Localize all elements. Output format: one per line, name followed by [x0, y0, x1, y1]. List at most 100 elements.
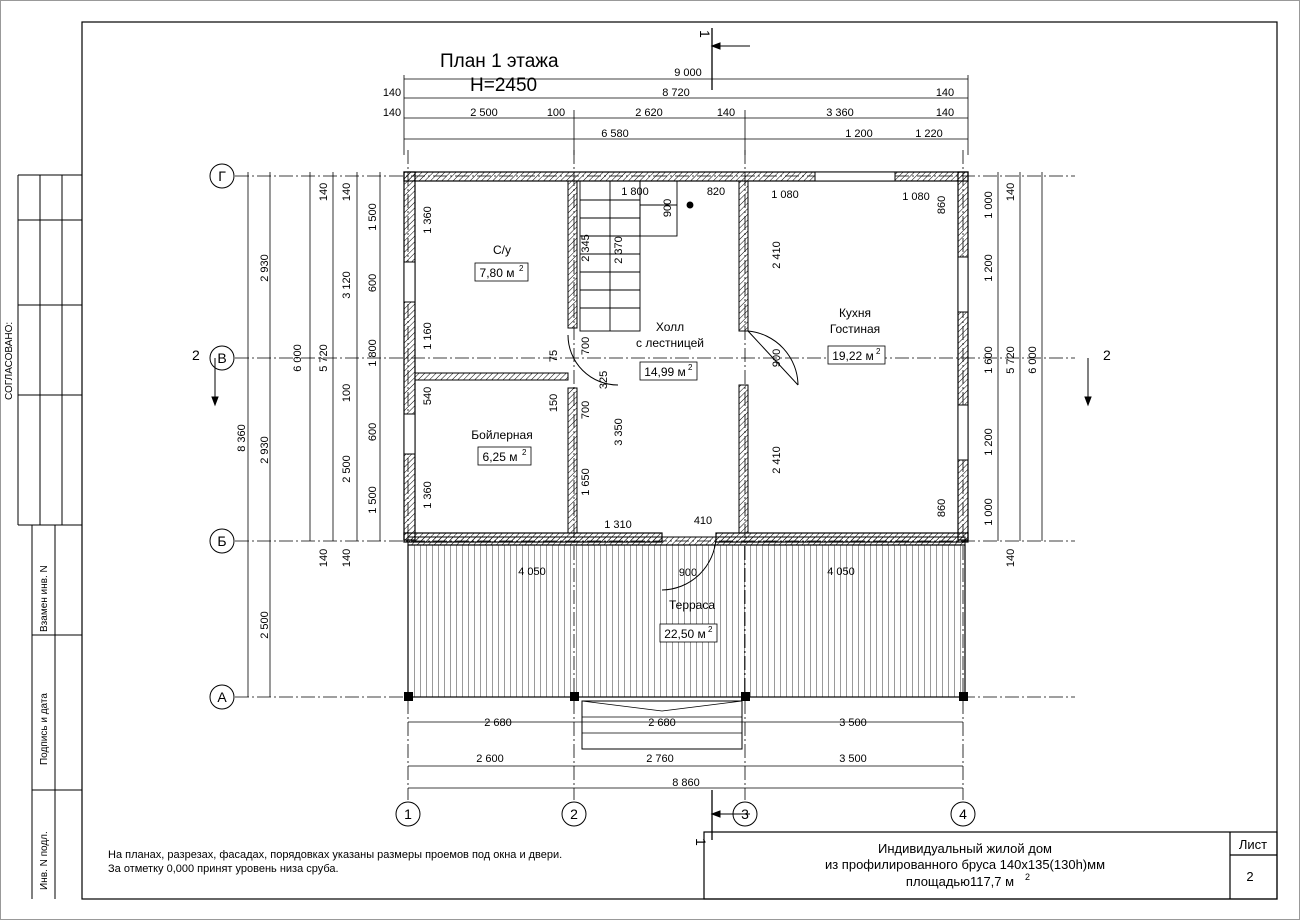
dim-label: 1 200: [845, 128, 873, 140]
dim-label: 8 860: [672, 777, 700, 789]
dim-label: 100: [341, 384, 353, 402]
room-area-sup: 2: [688, 363, 693, 372]
sign-date-label: Подпись и дата: [39, 693, 50, 765]
dim-label: 8 720: [662, 87, 690, 99]
dim-label: 1 310: [604, 519, 632, 531]
room-area: 19,22 м: [832, 349, 874, 363]
room-area-box: [659, 623, 718, 643]
dim-label: 140: [1005, 183, 1017, 201]
dim-label: 1 160: [422, 322, 434, 350]
interior-walls: [414, 180, 749, 534]
dim-label: 1 800: [367, 339, 379, 367]
dim-label: 140: [341, 549, 353, 567]
room-area-box: [639, 361, 698, 381]
room-area: 14,99 м: [644, 365, 686, 379]
dim-label: 4 050: [827, 566, 855, 578]
room-area-sup: 2: [708, 625, 713, 634]
dimension-labels-bottom: 2 680 2 680 3 500 2 600 2 760 3 500 8 86…: [476, 717, 867, 789]
replace-inv-label: Взамен инв. N: [39, 565, 50, 632]
dim-label: 75: [548, 350, 560, 362]
note-line-1: На планах, разрезах, фасадах, порядовках…: [108, 849, 562, 861]
room-area-sup: 2: [876, 347, 881, 356]
dim-label: 2 370: [613, 236, 625, 264]
plan-title: План 1 этажа: [440, 51, 559, 72]
axis-label-2: 2: [570, 806, 578, 822]
dim-label: 2 410: [771, 446, 783, 474]
dim-label: 1 000: [983, 191, 995, 219]
note-line-2: За отметку 0,000 принят уровень низа сру…: [108, 863, 339, 875]
dim-label: 900: [771, 349, 783, 367]
room-area-box: [474, 262, 529, 282]
room-area-sup: 2: [519, 264, 524, 273]
room-area-box: [477, 446, 532, 466]
dim-label: 1 360: [422, 206, 434, 234]
dim-label: 3 500: [839, 753, 867, 765]
dim-label: 1 000: [983, 498, 995, 526]
dimension-labels-inner: 1 360 1 160 540 1 360 75 700 325 150 700…: [422, 186, 948, 579]
sheet-label: Лист: [1239, 837, 1267, 852]
dim-label: 9 000: [674, 67, 702, 79]
staircase: [579, 180, 694, 332]
section-1-bottom: 1: [693, 838, 709, 846]
dim-label: 1 080: [902, 191, 930, 203]
terrace-steps-lines: [581, 700, 743, 734]
room-area-box: [827, 345, 886, 365]
stamp-line-1: Индивидуальный жилой дом: [878, 841, 1052, 856]
dim-label: 1 650: [580, 468, 592, 496]
room-name: Терраса: [669, 598, 715, 612]
stamp-line-3: площадью117,7 м: [906, 874, 1014, 889]
dim-label: 325: [598, 371, 610, 389]
dim-label: 8 360: [236, 424, 248, 452]
exterior-walls: [403, 171, 969, 543]
plan-height: Н=2450: [470, 75, 537, 96]
dim-label: 2 760: [646, 753, 674, 765]
room-area: 6,25 м: [483, 450, 518, 464]
axis-label-b: Б: [217, 533, 226, 549]
axis-bubbles: [209, 163, 976, 827]
dim-label: 140: [717, 107, 735, 119]
dimension-labels-right: 1 000 1 200 1 600 1 200 1 000 140 140 5 …: [983, 183, 1039, 567]
dim-label: 140: [341, 183, 353, 201]
dim-label: 1 360: [422, 481, 434, 509]
doors: [567, 330, 799, 591]
dim-label: 540: [422, 387, 434, 405]
title-block: [703, 831, 1278, 900]
room-name: Кухня: [839, 306, 871, 320]
stamp-line-2: из профилированного бруса 140x135(130h)м…: [825, 857, 1105, 872]
dimension-labels-left: 2 930 8 360 2 930 2 500 6 000 5 720 3 12…: [236, 183, 379, 639]
dim-label: 1 200: [983, 254, 995, 282]
dim-label: 600: [367, 274, 379, 292]
dim-label: 2 345: [580, 234, 592, 262]
dim-label: 3 350: [613, 418, 625, 446]
room-name: С/у: [493, 243, 511, 257]
dim-label: 410: [694, 515, 712, 527]
dim-label: 2 680: [484, 717, 512, 729]
dim-label: 6 000: [1027, 346, 1039, 374]
section-marks: [211, 28, 1092, 840]
dim-label: 3 360: [826, 107, 854, 119]
dim-label: 140: [318, 549, 330, 567]
dim-label: 100: [547, 107, 565, 119]
windows: [403, 171, 969, 461]
axis-label-1: 1: [404, 806, 412, 822]
dim-label: 1 200: [983, 428, 995, 456]
axis-label-a: А: [217, 689, 227, 705]
room-name: Холл: [656, 320, 684, 334]
dim-label: 860: [936, 196, 948, 214]
dim-label: 900: [679, 567, 697, 579]
room-labels: С/у 7,80 м 2 Холл с лестницей 14,99 м 2 …: [471, 243, 886, 643]
dim-label: 2 500: [470, 107, 498, 119]
dim-label: 5 720: [318, 344, 330, 372]
dim-label: 2 600: [476, 753, 504, 765]
dim-label: 4 050: [518, 566, 546, 578]
section-2-right: 2: [1103, 347, 1111, 363]
axis-label-g: Г: [218, 168, 226, 184]
axis-label-v: В: [217, 350, 226, 366]
dim-label: 2 410: [771, 241, 783, 269]
agreed-label: СОГЛАСОВАНО:: [4, 322, 15, 400]
stamp-line-3-sup: 2: [1025, 872, 1030, 882]
dim-label: 700: [580, 401, 592, 419]
dim-label: 150: [548, 394, 560, 412]
drawing-frame: [81, 21, 1278, 900]
